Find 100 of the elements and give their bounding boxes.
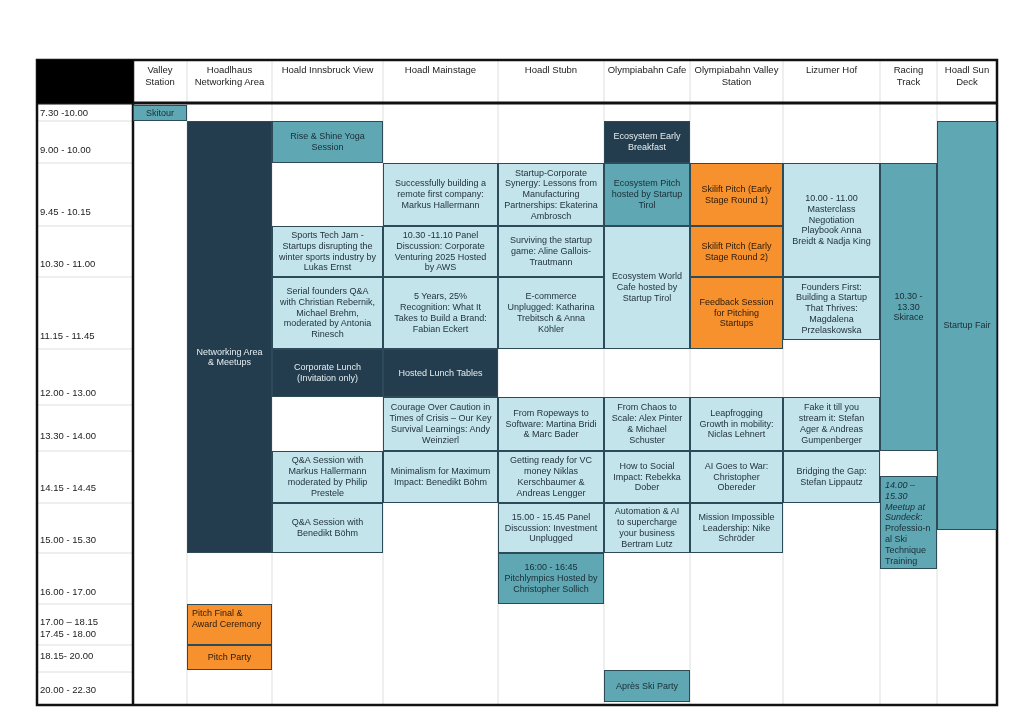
event-block <box>272 451 383 503</box>
event-title: Startup Fair <box>943 320 991 331</box>
time-label: 15.00 - 15.30 <box>40 534 96 545</box>
event-title: 15.00 - 15.45 Panel Discussion: Investment Unplugged <box>504 511 598 545</box>
event-block <box>604 670 690 702</box>
event-title: Skilift Pitch (Early Stage Round 1) <box>700 183 773 206</box>
event-block <box>272 121 383 163</box>
time-label: 17.45 - 18.00 <box>40 628 96 639</box>
event-block <box>187 121 272 553</box>
event-block <box>383 451 498 503</box>
event-title: From Chaos to Scale: Alex Pinter & Michael Schuster <box>610 402 684 446</box>
event-block <box>690 226 783 277</box>
event-block <box>498 553 604 604</box>
event-block <box>783 451 880 503</box>
time-label: 10.30 - 11.00 <box>40 258 96 269</box>
event-block <box>690 503 783 553</box>
event-block <box>498 163 604 226</box>
event-title: Skilift Pitch (Early Stage Round 2) <box>700 240 773 263</box>
time-label: 18.15- 20.00 <box>40 650 94 661</box>
event-title: Mission Impossible Leadership: Nike Schröder <box>697 511 776 545</box>
event-block <box>383 397 498 451</box>
column-header: Hoald Innsbruck View <box>280 64 375 76</box>
event-title: Pitch Final & Award Ceremony <box>192 608 263 630</box>
event-title: Founders First: Building a Startup That Thrives: Magdalena Przelaskowska <box>794 281 868 336</box>
event-block <box>498 503 604 553</box>
column-header: Racing Track <box>892 64 925 88</box>
event-title: Q&A Session with Markus Hallermann moderated by Philip Prestele <box>286 455 369 499</box>
event-title: How to Social Impact: Rebekka Dober <box>612 460 682 494</box>
event-title: Bridging the Gap: Stefan Lippautz <box>795 466 868 488</box>
event-block <box>498 226 604 277</box>
event-block <box>187 645 272 670</box>
time-label: 9.45 - 10.15 <box>40 206 91 217</box>
event-block <box>604 503 690 553</box>
column-header: Hoadlhaus Networking Area <box>193 64 266 88</box>
event-title: Hosted Lunch Tables <box>398 367 483 379</box>
event-block <box>604 397 690 451</box>
event-title: 10.30 -11.10 Panel Discussion: Corporate Venturing 2025 Hosted by AWS <box>393 229 488 274</box>
event-title: AI Goes to War: Christopher Obereder <box>703 460 770 494</box>
time-label: 13.30 - 14.00 <box>40 430 96 441</box>
time-label: 17.00 – 18.15 <box>40 616 99 627</box>
event-title: 14.00 – 15.30 Meetup at Sundeck: Professio-n al Ski Technique Training <box>885 480 932 567</box>
event-title: Leapfrogging Growth in mobility: Niclas Lehnert <box>698 407 775 441</box>
event-title: Courage Over Caution in Times of Crisis – Our Key Survival Learnings: Andy Weinzierl <box>389 402 492 446</box>
time-label: 20.00 - 22.30 <box>40 684 96 695</box>
event-block <box>690 451 783 503</box>
time-label: 12.00 - 13.00 <box>40 387 96 398</box>
time-label: 7.30 -10.00 <box>40 107 89 118</box>
event-block <box>383 226 498 277</box>
event-block <box>937 121 997 530</box>
event-title: 16:00 - 16:45 Pitchlympics Hosted by Christopher Sollich <box>504 562 598 595</box>
event-block <box>604 226 690 349</box>
column-header: Hoadl Sun Deck <box>943 64 991 88</box>
event-title: Automation & AI to supercharge your business Bertram Lutz <box>613 506 681 550</box>
event-title: Ecosystem World Cafe hosted by Startup Tirol <box>611 271 683 304</box>
event-block <box>498 397 604 451</box>
column-header: Olympiabahn Valley Station <box>693 64 780 88</box>
event-block <box>272 349 383 397</box>
event-block <box>690 163 783 226</box>
time-label: 14.15 - 14.45 <box>40 482 96 493</box>
event-block <box>783 397 880 451</box>
event-block <box>272 226 383 277</box>
event-title: Q&A Session with Benedikt Böhm <box>290 517 365 539</box>
event-block <box>783 277 880 340</box>
event-block <box>783 163 880 277</box>
event-title: Getting ready for VC money Niklas Kerschbaumer & Andreas Lengger <box>508 455 593 499</box>
event-title: From Ropeways to Software: Martina Bridi & Marc Bader <box>504 407 598 441</box>
event-block <box>272 503 383 553</box>
event-title: Surviving the startup game: Aline Gallois-Trautmann <box>508 235 593 268</box>
event-block <box>133 105 187 121</box>
event-title: Sports Tech Jam - Startups disrupting the winter sports industry by Lukas Ernst <box>278 229 377 274</box>
event-title: Serial founders Q&A with Christian Rebernik, Michael Brehm, moderated by Antonia Rinesch <box>278 286 376 340</box>
event-title: Networking Area & Meetups <box>195 346 264 369</box>
column-header: Hoadl Stubn <box>523 64 579 76</box>
event-block <box>498 451 604 503</box>
event-block <box>690 397 783 451</box>
time-label: 9.00 - 10.00 <box>40 144 91 155</box>
event-title: Ecosystem Pitch hosted by Startup Tirol <box>610 178 684 211</box>
event-title: Feedback Session for Pitching Startups <box>698 296 775 330</box>
event-block <box>272 277 383 349</box>
column-header: Hoadl Mainstage <box>403 64 478 76</box>
event-title: Après Ski Party <box>616 680 678 692</box>
event-title: Startup-Corporate Synergy: Lessons from Manufacturing Partnerships: Ekaterina Ambrosch <box>504 167 598 222</box>
event-block <box>383 349 498 397</box>
event-title: Ecosystem Early Breakfast <box>612 131 682 153</box>
event-title: 5 Years, 25% Recognition: What It Takes to Build a Brand: Fabian Eckert <box>393 291 488 335</box>
event-title: Rise & Shine Yoga Session <box>289 131 366 153</box>
event-block <box>383 163 498 226</box>
event-title: Corporate Lunch (Invitation only) <box>292 362 362 384</box>
column-header: Olympiabahn Cafe <box>606 64 688 76</box>
event-block <box>690 277 783 349</box>
event-block <box>604 121 690 163</box>
time-label: 11.15 - 11.45 <box>40 330 95 341</box>
event-title: 10.30 - 13.30 Skirace <box>892 290 925 324</box>
column-header: Valley Station <box>144 64 176 88</box>
time-label: 16.00 - 17.00 <box>40 586 96 597</box>
event-title: Fake it till you stream it: Stefan Ager & Andreas Gumpenberger <box>797 402 866 446</box>
event-block <box>880 163 937 451</box>
event-block <box>187 604 272 645</box>
event-block <box>498 277 604 349</box>
event-title: E-commerce Unplugged: Katharina Trebitsch & Anna Köhler <box>506 291 596 335</box>
